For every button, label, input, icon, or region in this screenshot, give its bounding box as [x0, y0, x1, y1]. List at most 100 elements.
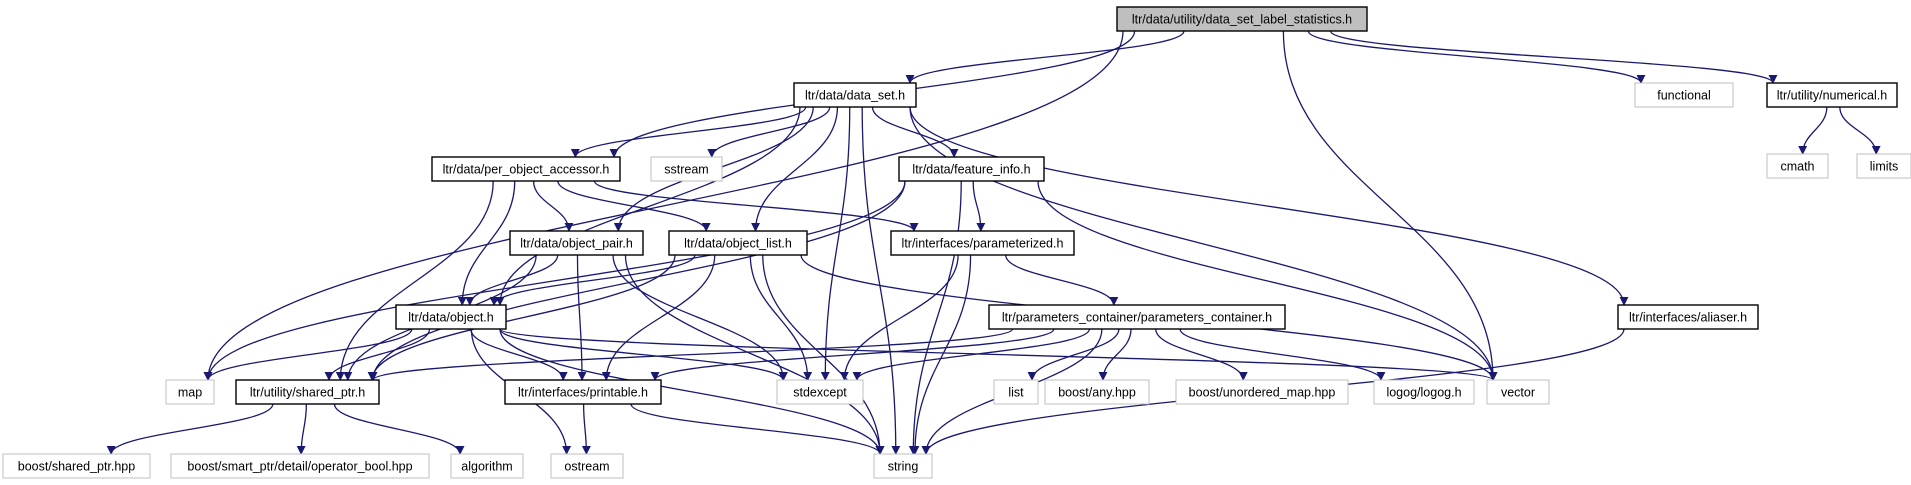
node-box [1617, 304, 1759, 330]
edge-data_set-to-stdexcept [820, 106, 851, 381]
node-numerical[interactable]: ltr/utility/numerical.h [1766, 82, 1898, 108]
node-label: ltr/data/feature_info.h [912, 163, 1030, 177]
edge-object-to-stdexcept [499, 328, 788, 381]
node-label: cmath [1780, 160, 1814, 174]
node-label: ltr/interfaces/aliaser.h [1629, 311, 1747, 325]
edge-numerical-to-limits [1839, 106, 1881, 155]
edge-object_pair-to-string [624, 254, 885, 455]
edge-parameters_container-to-shared_ptr [368, 328, 1014, 381]
edge-printable-to-string [630, 403, 885, 455]
edge-parameterized-to-parameters_container [1005, 254, 1119, 306]
node-label: string [888, 460, 919, 474]
edge-feature_info-to-string [908, 180, 962, 455]
node-label: sstream [664, 163, 708, 177]
node-box [1766, 82, 1898, 108]
node-parameters-container[interactable]: ltr/parameters_container/parameters_cont… [988, 304, 1286, 330]
node-box [988, 304, 1286, 330]
node-box [165, 379, 215, 405]
edge-per_object_accessor-to-object_pair [532, 180, 574, 232]
node-label: boost/smart_ptr/detail/operator_bool.hpp [187, 460, 412, 474]
edge-parameters_container-to-logog [1179, 328, 1386, 381]
edge-feature_info-to-map [203, 180, 906, 381]
node-printable[interactable]: ltr/interfaces/printable.h [504, 379, 662, 405]
node-shared-ptr[interactable]: ltr/utility/shared_ptr.h [235, 379, 380, 405]
edge-object_list-to-shared_ptr [367, 254, 676, 381]
node-vector: vector [1486, 379, 1550, 405]
node-box [550, 453, 624, 479]
node-object[interactable]: ltr/data/object.h [395, 304, 507, 330]
node-label: limits [1870, 160, 1898, 174]
edge-root-to-data_set [905, 30, 1185, 84]
node-label: ltr/utility/shared_ptr.h [250, 386, 365, 400]
node-list: list [993, 379, 1039, 405]
node-label: map [178, 386, 202, 400]
node-boost-any: boost/any.hpp [1044, 379, 1150, 405]
node-map: map [165, 379, 215, 405]
node-box [650, 156, 723, 182]
edge-object-to-shared_ptr [324, 328, 431, 381]
edge-object_pair-to-printable [576, 254, 587, 381]
node-label: ltr/data/per_object_accessor.h [443, 163, 610, 177]
edge-layer [106, 30, 1881, 455]
node-box [1856, 153, 1911, 179]
edge-root-to-numerical [1329, 30, 1778, 84]
node-aliaser[interactable]: ltr/interfaces/aliaser.h [1617, 304, 1759, 330]
node-ostream: ostream [550, 453, 624, 479]
node-box [898, 156, 1045, 182]
edge-parameters_container-to-printable [650, 328, 1055, 381]
edge-parameters_container-to-boost_any [1098, 328, 1132, 381]
edge-parameters_container-to-boost_unordered_map [1155, 328, 1248, 381]
edge-per_object_accessor-to-shared_ptr [335, 180, 494, 381]
edge-object-to-vector [499, 328, 1498, 381]
node-label: stdexcept [793, 386, 847, 400]
edge-object-to-string [499, 328, 885, 455]
edge-shared_ptr-to-boost_shared_ptr [106, 403, 274, 455]
node-feature-info[interactable]: ltr/data/feature_info.h [898, 156, 1045, 182]
node-sstream: sstream [650, 156, 723, 182]
node-box [2, 453, 151, 479]
edge-shared_ptr-to-algorithm [333, 403, 465, 455]
edge-data_set-to-vector [909, 106, 1498, 381]
node-operator-bool: boost/smart_ptr/detail/operator_bool.hpp [170, 453, 430, 479]
node-box [504, 379, 662, 405]
node-object-list[interactable]: ltr/data/object_list.h [668, 230, 808, 256]
node-box [235, 379, 380, 405]
node-label: functional [1657, 89, 1711, 103]
edge-data_set-to-string [861, 106, 901, 455]
edge-object_list-to-stdexcept [749, 254, 813, 381]
edge-feature_info-to-parameterized [972, 180, 986, 232]
node-label: ltr/data/data_set.h [805, 89, 905, 103]
node-label: ltr/data/utility/data_set_label_statisti… [1132, 13, 1352, 27]
edge-root-to-functional [1307, 30, 1646, 84]
edge-data_set-to-feature_info [871, 106, 959, 158]
node-label: vector [1501, 386, 1535, 400]
node-string: string [873, 453, 933, 479]
edge-feature_info-to-vector [1037, 180, 1498, 381]
node-algorithm: algorithm [450, 453, 524, 479]
edge-per_object_accessor-to-object_list [557, 180, 711, 232]
node-box [776, 379, 864, 405]
node-box [450, 453, 524, 479]
node-label: ltr/interfaces/printable.h [518, 386, 648, 400]
edge-printable-to-ostream [581, 403, 591, 455]
edge-feature_info-to-shared_ptr [368, 180, 906, 381]
edge-data_set-to-object_list [751, 106, 839, 232]
node-box [890, 230, 1075, 256]
node-label: boost/unordered_map.hpp [1189, 386, 1336, 400]
edge-data_set-to-aliaser [909, 106, 1629, 306]
node-limits: limits [1856, 153, 1911, 179]
node-cmath: cmath [1766, 153, 1829, 179]
node-label: ltr/interfaces/parameterized.h [902, 237, 1064, 251]
node-box [668, 230, 808, 256]
node-box [395, 304, 507, 330]
node-functional: functional [1634, 82, 1734, 108]
edge-per_object_accessor-to-parameterized [593, 180, 919, 232]
node-data-set[interactable]: ltr/data/data_set.h [793, 82, 917, 108]
node-box [1116, 6, 1368, 32]
node-root[interactable]: ltr/data/utility/data_set_label_statisti… [1116, 6, 1368, 32]
node-object-pair[interactable]: ltr/data/object_pair.h [509, 230, 644, 256]
edge-parameters_container-to-stdexcept [852, 328, 1091, 381]
node-per-object-accessor[interactable]: ltr/data/per_object_accessor.h [431, 156, 621, 182]
node-parameterized[interactable]: ltr/interfaces/parameterized.h [890, 230, 1075, 256]
node-label: boost/any.hpp [1058, 386, 1136, 400]
